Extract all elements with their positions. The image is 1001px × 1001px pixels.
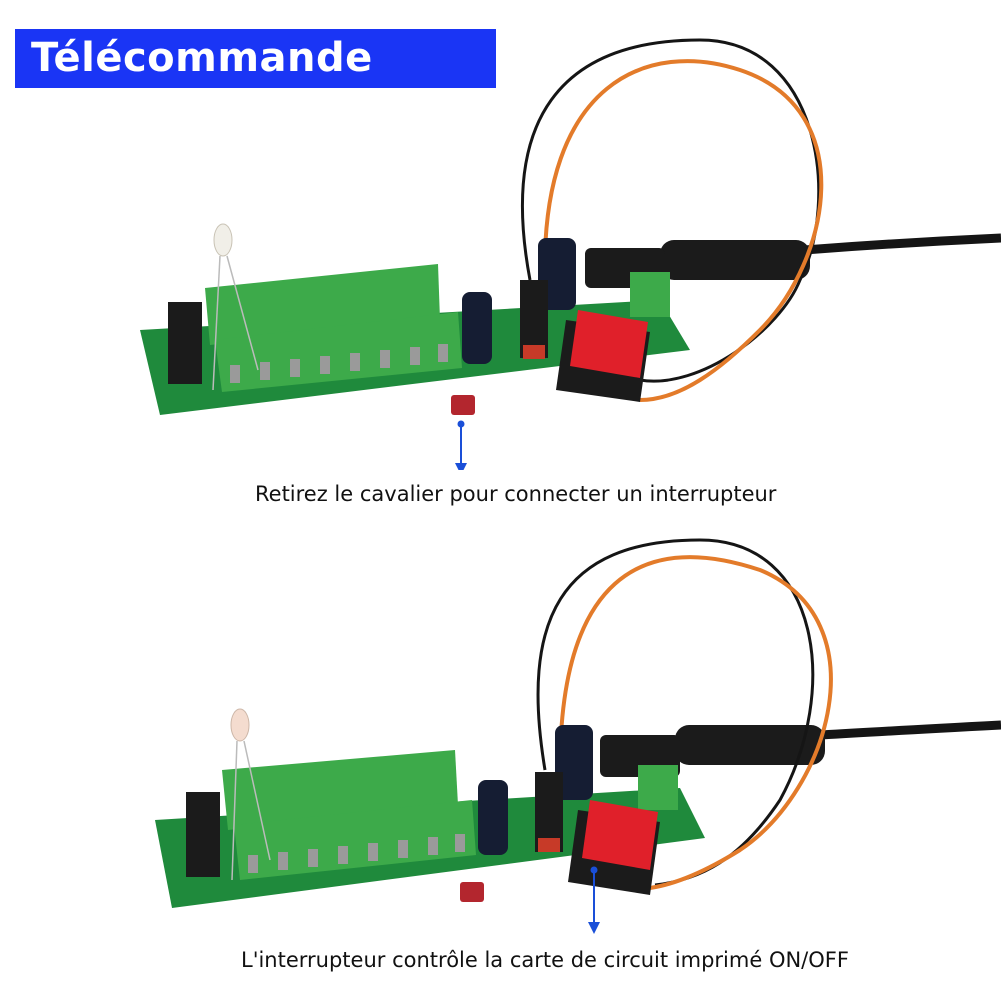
title-banner: Télécommande: [15, 29, 496, 88]
pin-header: [186, 792, 220, 877]
pcb-photo-bottom: [155, 538, 1001, 934]
terminal-block-front: [215, 312, 462, 392]
scene-top: [0, 0, 1001, 470]
switch-terminal: [630, 272, 670, 317]
light-bulb-icon: [213, 223, 233, 257]
black-wire: [536, 538, 815, 887]
pin-header: [168, 302, 202, 384]
terminal-block-front: [234, 800, 476, 880]
caption-top: Retirez le cavalier pour connecter un in…: [255, 482, 777, 506]
jumper-icon: [451, 395, 475, 415]
cable-sleeve: [675, 725, 825, 765]
light-bulb-icon: [230, 708, 250, 742]
caption-bottom: L'interrupteur contrôle la carte de circ…: [241, 948, 849, 972]
capacitor: [462, 292, 492, 364]
page-title: Télécommande: [31, 35, 373, 81]
orange-wire: [542, 59, 824, 402]
jumper-icon: [460, 882, 484, 902]
cable-sleeve: [660, 240, 810, 280]
pcb-photo-top: [140, 38, 1001, 470]
rocker-switch-icon: [582, 800, 658, 870]
capacitor-2: [555, 725, 593, 800]
orange-wire: [558, 555, 833, 890]
capacitor: [478, 780, 508, 855]
switch-terminal: [638, 765, 678, 810]
scene-bottom: [0, 470, 1001, 940]
